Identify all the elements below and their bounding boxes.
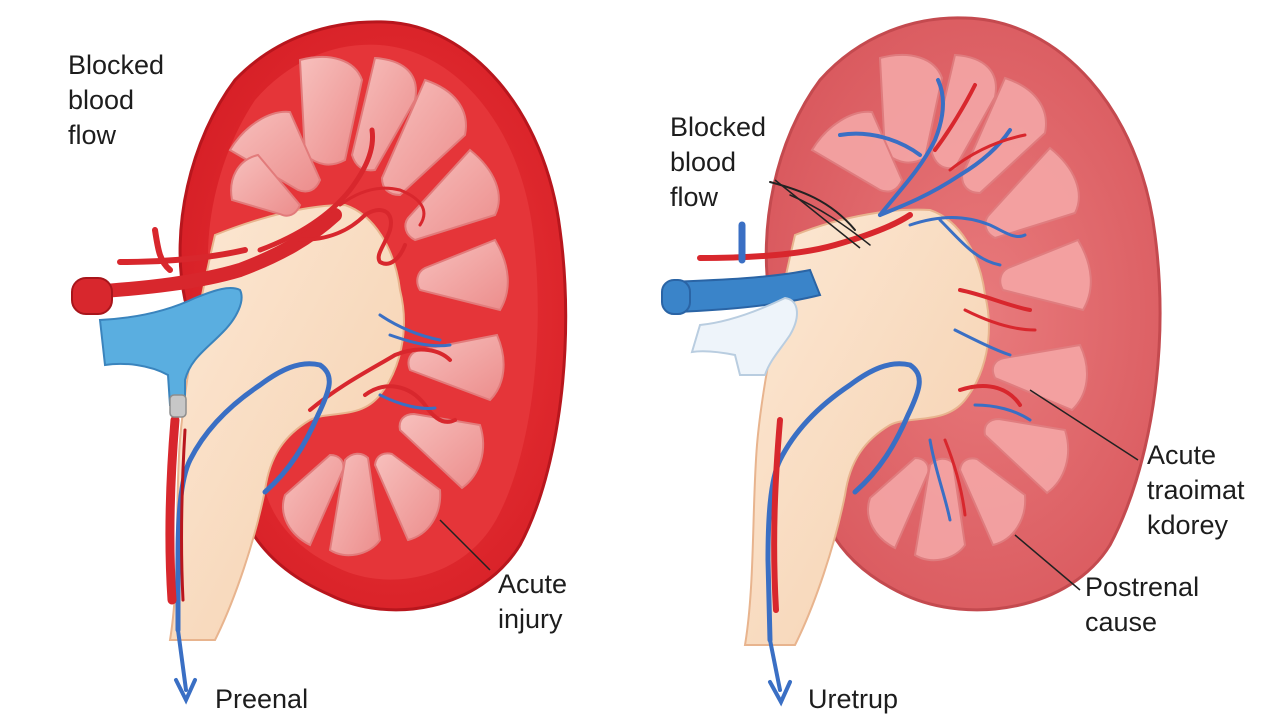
right-pyramids [810,53,1092,562]
left-pyramids [228,55,509,557]
label-line: Acute [1147,440,1217,470]
left-leader-acute [439,519,491,571]
right-label-blocked-blood-flow: Blocked blood flow [670,110,766,215]
left-kidney [71,20,568,705]
label-line: Acute [498,569,568,599]
label-line: traoimat [1147,475,1245,505]
right-leader-acute [1029,389,1139,461]
right-label-acute: Acute traoimat kdorey [1147,438,1245,543]
label-line: cause [1085,607,1158,637]
right-leader-blocked [774,179,861,249]
caption-text: Preenal [215,684,309,714]
left-vessels [71,127,457,705]
label-line: Blocked [670,112,767,142]
label-line: blood [670,147,737,177]
label-line: blood [68,85,135,115]
right-kidney [661,16,1162,707]
right-vein-trunk [661,268,822,376]
label-line: flow [68,120,117,150]
label-line: Postrenal [1085,572,1200,602]
right-caption: Uretrup [808,682,898,717]
label-line: flow [670,182,719,212]
right-renal-pelvis [743,208,990,646]
label-line: injury [498,604,563,634]
label-line: Blocked [68,50,165,80]
left-vein-trunk [98,287,243,418]
label-line: kdorey [1147,510,1229,540]
left-label-blocked-blood-flow: Blocked blood flow [68,48,164,153]
left-caption: Preenal [215,682,308,717]
right-label-postrenal-cause: Postrenal cause [1085,570,1199,640]
left-label-acute-injury: Acute injury [498,567,567,637]
caption-text: Uretrup [808,684,899,714]
right-vessels [697,78,1037,707]
right-leader-postrenal [1014,534,1081,591]
